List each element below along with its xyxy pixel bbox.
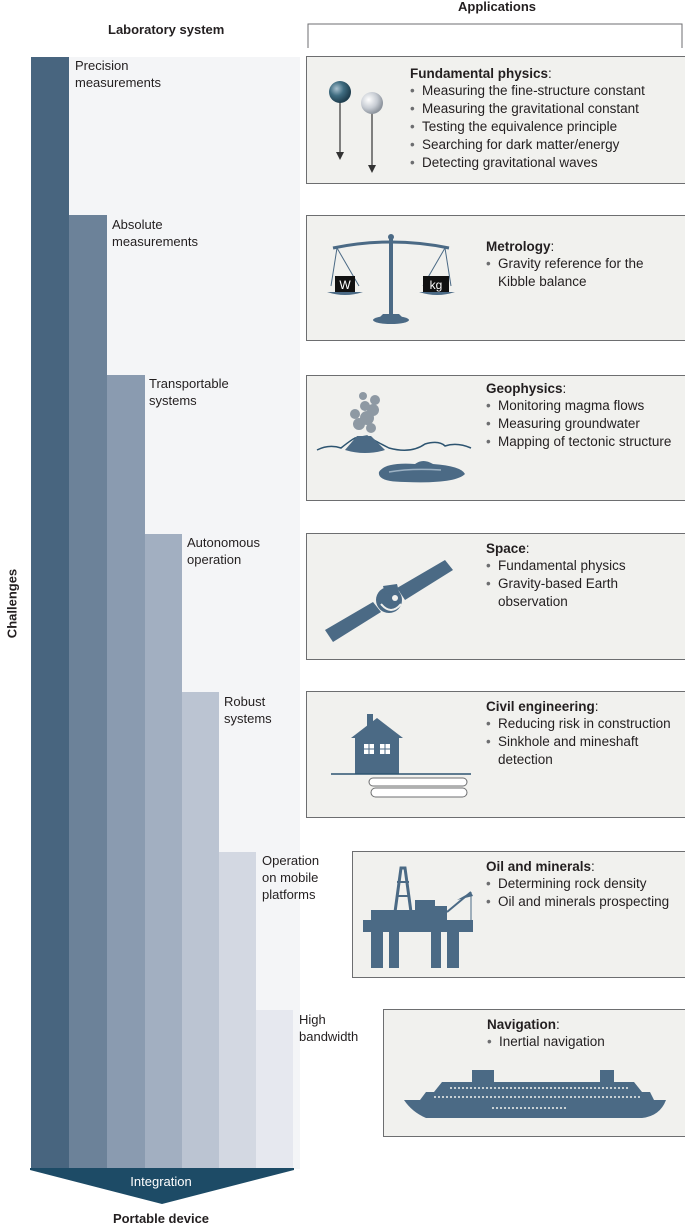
app-title-space: Space: <box>486 541 530 556</box>
stair-autonomous-operation <box>145 534 182 1169</box>
weight-label-w: W <box>339 278 351 292</box>
app-bullets-space: Fundamental physics Gravity-based Earth … <box>486 557 676 611</box>
portable-device-label: Portable device <box>30 1211 292 1226</box>
bullet-item: Searching for dark matter/energy <box>410 136 682 154</box>
house-pipes-icon <box>331 710 471 806</box>
bullet-item: Gravity-based Earth observation <box>486 575 676 611</box>
stair-transportable-systems <box>107 375 145 1169</box>
stair-precision-measurements <box>31 57 69 1169</box>
app-bullets-navigation: Inertial navigation <box>487 1033 677 1051</box>
stair-high-bandwidth <box>256 1010 293 1169</box>
pendulum-masses-icon <box>321 79 391 179</box>
app-box-civil-engineering: Civil engineering: Reducing risk in cons… <box>306 691 685 818</box>
applications-header: Applications <box>458 0 536 14</box>
ship-icon <box>402 1068 670 1124</box>
bullet-item: Reducing risk in construction <box>486 715 676 733</box>
app-box-fundamental-physics: Fundamental physics: Measuring the fine-… <box>306 56 685 184</box>
app-title-navigation: Navigation: <box>487 1017 560 1032</box>
app-title-civil-engineering: Civil engineering: <box>486 699 599 714</box>
app-box-navigation: Navigation: Inertial navigation <box>383 1009 685 1137</box>
satellite-icon <box>325 554 455 644</box>
app-title-fundamental-physics: Fundamental physics: <box>410 66 552 81</box>
app-bullets-metrology: Gravity reference for the Kibble balance <box>486 255 676 291</box>
app-title-oil-minerals: Oil and minerals: <box>486 859 595 874</box>
stair-absolute-measurements <box>69 215 107 1169</box>
bullet-item: Oil and minerals prospecting <box>486 893 682 911</box>
bullet-item: Measuring the fine-structure constant <box>410 82 682 100</box>
app-bullets-civil-engineering: Reducing risk in construction Sinkhole a… <box>486 715 676 769</box>
volcano-icon <box>315 384 485 494</box>
applications-bracket <box>306 20 685 50</box>
challenges-axis-label: Challenges <box>5 564 20 644</box>
bullet-item: Determining rock density <box>486 875 682 893</box>
stair-mobile-platforms <box>219 852 256 1169</box>
weight-label-kg: kg <box>430 278 443 292</box>
balance-scale-icon: W kg <box>327 232 457 328</box>
bullet-item: Testing the equivalence principle <box>410 118 682 136</box>
oil-rig-icon <box>361 862 481 972</box>
app-title-metrology: Metrology: <box>486 239 554 254</box>
app-box-metrology: W kg Metrology: Gravity reference for th… <box>306 215 685 341</box>
app-box-oil-minerals: Oil and minerals: Determining rock densi… <box>352 851 685 978</box>
stair-robust-systems <box>182 692 219 1169</box>
app-box-geophysics: Geophysics: Monitoring magma flows Measu… <box>306 375 685 501</box>
bullet-item: Mapping of tectonic structure <box>486 433 676 451</box>
bullet-item: Inertial navigation <box>487 1033 677 1051</box>
bullet-item: Measuring the gravitational constant <box>410 100 682 118</box>
app-bullets-geophysics: Monitoring magma flows Measuring groundw… <box>486 397 676 451</box>
app-title-geophysics: Geophysics: <box>486 381 566 396</box>
bullet-item: Measuring groundwater <box>486 415 676 433</box>
laboratory-system-header: Laboratory system <box>108 22 224 37</box>
integration-label: Integration <box>30 1174 292 1189</box>
app-box-space: Space: Fundamental physics Gravity-based… <box>306 533 685 660</box>
app-bullets-fundamental-physics: Measuring the fine-structure constant Me… <box>410 82 682 172</box>
bullet-item: Detecting gravitational waves <box>410 154 682 172</box>
bullet-item: Fundamental physics <box>486 557 676 575</box>
bullet-item: Sinkhole and mineshaft detection <box>486 733 676 769</box>
bullet-item: Monitoring magma flows <box>486 397 676 415</box>
app-bullets-oil-minerals: Determining rock density Oil and mineral… <box>486 875 682 911</box>
bullet-item: Gravity reference for the Kibble balance <box>486 255 676 291</box>
